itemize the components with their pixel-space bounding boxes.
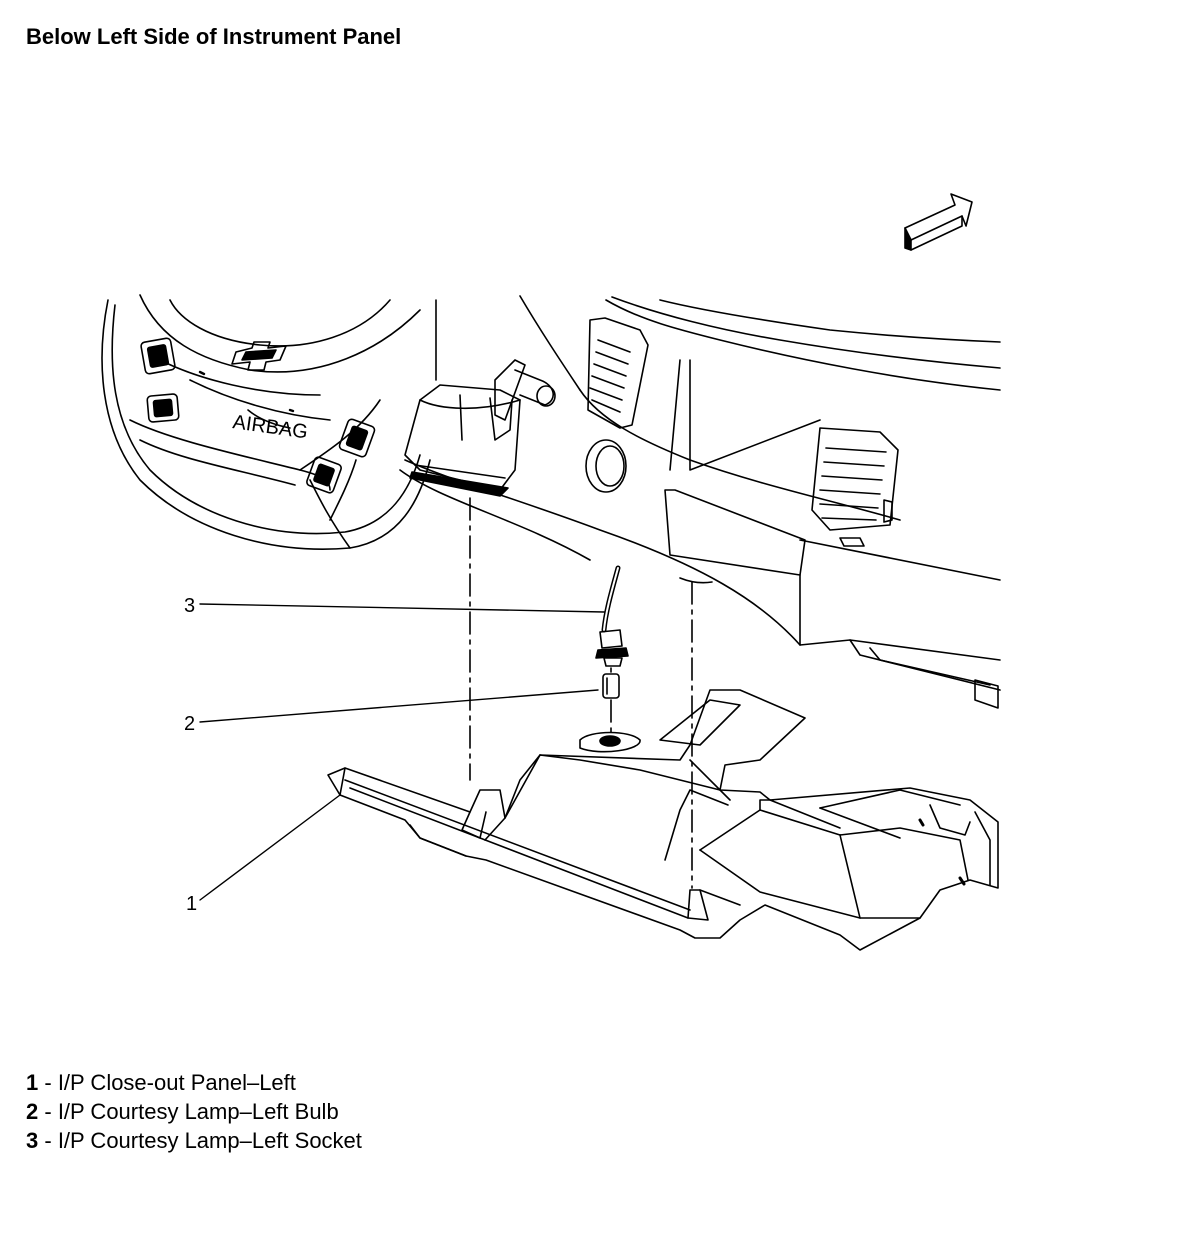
legend-separator: - [38,1099,58,1124]
legend-text: I/P Close-out Panel–Left [57,1070,296,1095]
callout-2: 2 [184,713,195,735]
legend-separator: - [38,1070,58,1095]
legend-item: 2 - I/P Courtesy Lamp–Left Bulb [26,1097,362,1126]
steering-column [404,359,556,497]
page-title: Below Left Side of Instrument Panel [26,24,402,49]
legend-number: 1 [26,1070,39,1095]
legend-separator: - [38,1128,58,1153]
close-out-panel [327,689,999,951]
courtesy-lamp-bulb [602,673,620,699]
leader-lines [199,603,605,901]
legend-text: I/P Courtesy Lamp–Left Socket [57,1128,362,1153]
direction-arrow-icon [904,193,973,251]
callout-3: 3 [184,595,195,617]
legend-item: 3 - I/P Courtesy Lamp–Left Socket [26,1126,362,1155]
callout-1: 1 [186,893,197,915]
steering-wheel [101,294,431,550]
courtesy-lamp-socket [595,565,629,667]
legend-text: I/P Courtesy Lamp–Left Bulb [57,1099,339,1124]
instrument-panel [399,295,1001,709]
legend-number: 2 [26,1099,39,1124]
alignment-lines [469,497,693,889]
parts-legend: 1 - I/P Close-out Panel–Left 2 - I/P Cou… [26,1068,362,1155]
legend-number: 3 [26,1128,39,1153]
legend-item: 1 - I/P Close-out Panel–Left [26,1068,362,1097]
